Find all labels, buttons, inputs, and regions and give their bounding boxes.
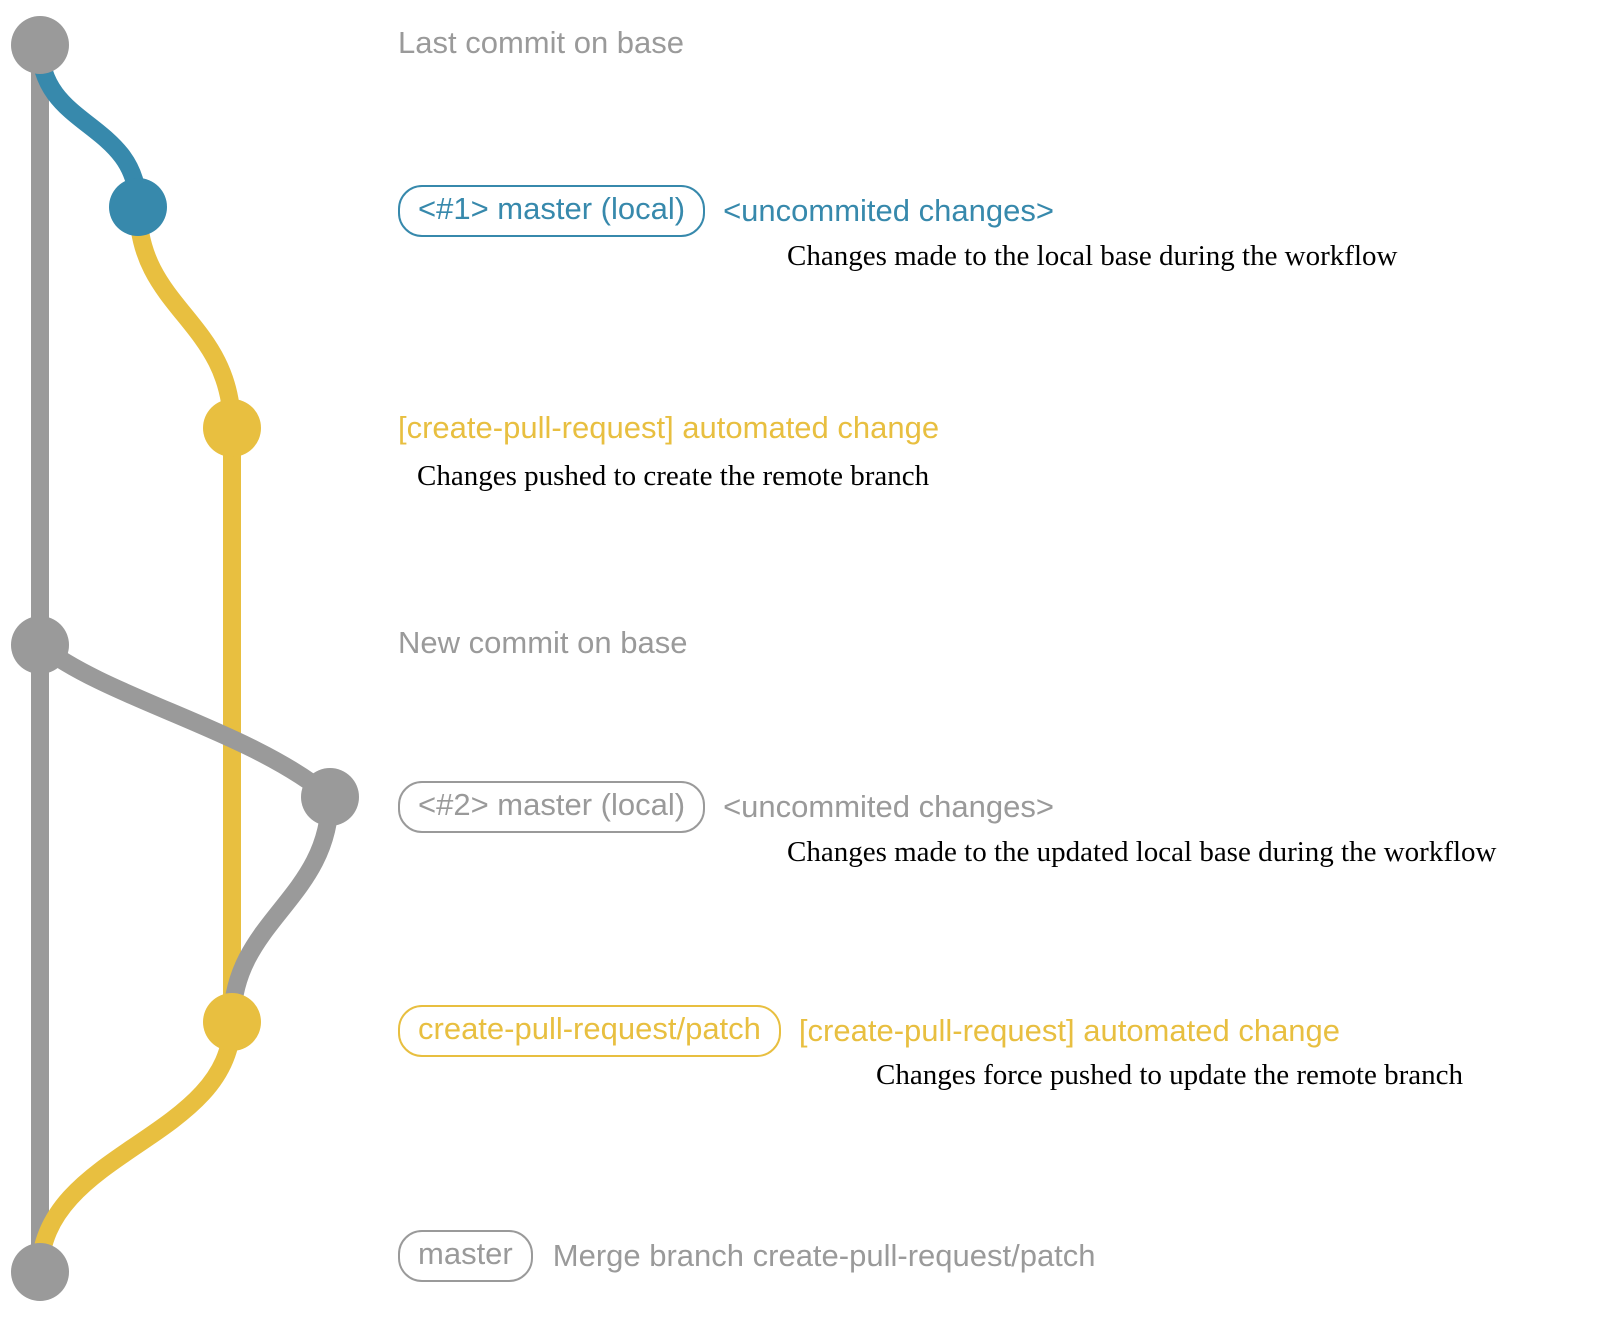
commit-row-last-commit: Last commit on base (398, 25, 685, 60)
commit-description-patch-2: Changes force pushed to update the remot… (876, 1059, 1464, 1091)
commit-message-local-1: <uncommited changes> (723, 192, 1054, 228)
commit-row-patch-2: create-pull-request/patch [create-pull-r… (398, 1005, 1340, 1057)
commit-node-patch-2[interactable] (203, 993, 261, 1051)
commit-node-local-2[interactable] (301, 768, 359, 826)
git-commit-graph (11, 16, 359, 1301)
branch-badge-patch-2[interactable]: create-pull-request/patch (398, 1005, 781, 1057)
branch-line-patch-1 (129, 198, 241, 437)
commit-message-patch-2: [create-pull-request] automated change (798, 1012, 1341, 1048)
commit-row-local-1: <#1> master (local) <uncommited changes> (398, 185, 1054, 237)
commit-node-base-2[interactable] (11, 616, 69, 674)
commit-row-merge: master Merge branch create-pull-request/… (398, 1230, 1096, 1282)
branch-badge-master[interactable]: master (398, 1230, 533, 1282)
branch-line-merge (31, 1013, 241, 1281)
commit-node-base-1[interactable] (11, 16, 69, 74)
commit-row-local-2: <#2> master (local) <uncommited changes> (398, 781, 1054, 833)
commit-description-local-1: Changes made to the local base during th… (787, 240, 1398, 272)
branch-line-local-2-to-patch-2 (223, 788, 339, 1031)
commit-row-patch-1: [create-pull-request] automated change (398, 410, 940, 445)
branch-line-local-2 (31, 636, 339, 806)
commit-message-patch-1: [create-pull-request] automated change (398, 410, 940, 445)
commit-row-new-commit: New commit on base (398, 625, 688, 660)
commit-description-patch-1: Changes pushed to create the remote bran… (417, 460, 930, 492)
commit-message-local-2: <uncommited changes> (723, 788, 1054, 824)
commit-node-patch-1[interactable] (203, 399, 261, 457)
branch-badge-local-1[interactable]: <#1> master (local) (398, 185, 706, 237)
commit-message-new-commit: New commit on base (398, 625, 688, 660)
commit-description-local-2: Changes made to the updated local base d… (787, 836, 1497, 868)
commit-message-merge: Merge branch create-pull-request/patch (552, 1237, 1096, 1273)
commit-message-last-commit: Last commit on base (398, 25, 685, 60)
commit-node-merge[interactable] (11, 1243, 69, 1301)
branch-badge-local-2[interactable]: <#2> master (local) (398, 781, 706, 833)
commit-node-local-1[interactable] (109, 178, 167, 236)
